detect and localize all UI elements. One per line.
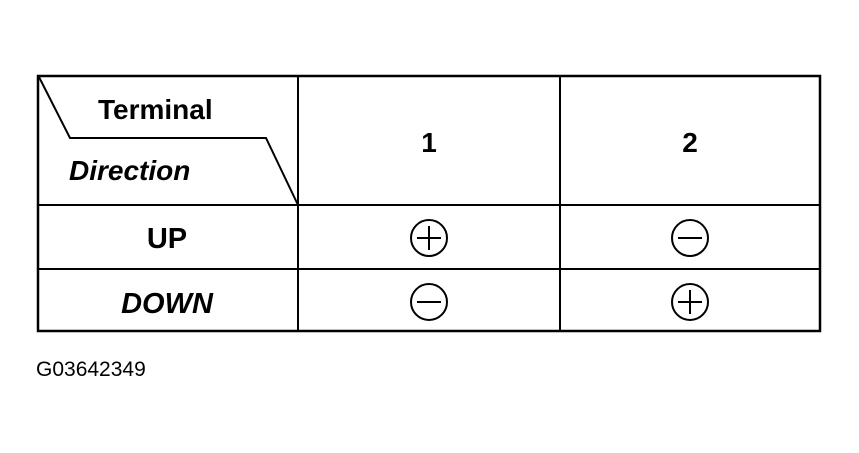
minus-circle-icon bbox=[410, 283, 448, 321]
corner-cell-diagonal bbox=[38, 76, 299, 206]
table-frame bbox=[36, 74, 822, 333]
column-header-2: 2 bbox=[682, 127, 698, 158]
column-header-1: 1 bbox=[421, 127, 437, 158]
corner-heading-direction: Direction bbox=[69, 155, 190, 186]
row-label-down: DOWN bbox=[121, 288, 214, 320]
polarity-symbols bbox=[410, 219, 709, 321]
plus-circle-icon bbox=[410, 219, 448, 257]
figure-code: G03642349 bbox=[36, 358, 146, 381]
minus-circle-icon bbox=[671, 219, 709, 257]
row-label-up: UP bbox=[147, 223, 187, 255]
corner-heading-terminal: Terminal bbox=[98, 94, 213, 125]
plus-circle-icon bbox=[671, 283, 709, 321]
